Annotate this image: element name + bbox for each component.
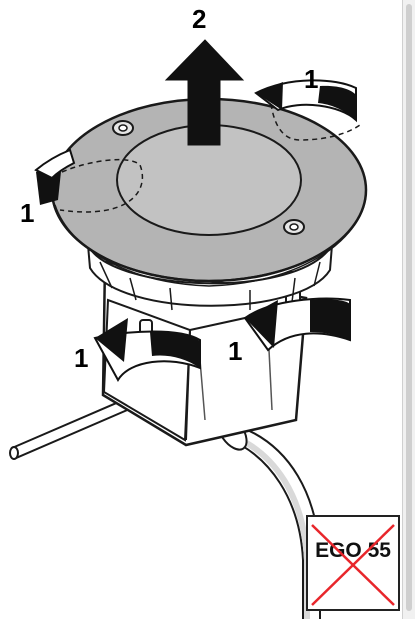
vertical-scrollbar[interactable]: [402, 0, 415, 619]
rotate-arrow-left: [34, 148, 76, 205]
step-label-lift: 2: [192, 4, 207, 34]
lift-arrow: [164, 39, 245, 146]
model-not-applicable-badge: EGO 55: [306, 515, 400, 611]
rotate-arrow-lower-left: [93, 318, 201, 383]
cover-plate: [50, 94, 368, 287]
step-label-rotate-lower-left: 1: [74, 343, 89, 373]
step-label-rotate-lower-right: 1: [228, 336, 243, 366]
cable-hose: [216, 413, 321, 619]
scrollbar-thumb[interactable]: [406, 4, 412, 611]
cross-out-icon: [311, 524, 395, 606]
rotate-arrow-top-right: [254, 79, 357, 123]
step-label-rotate-left: 1: [20, 198, 35, 228]
rotate-arrow-lower-right: [243, 297, 351, 352]
step-label-rotate-top-right: 1: [304, 64, 319, 94]
